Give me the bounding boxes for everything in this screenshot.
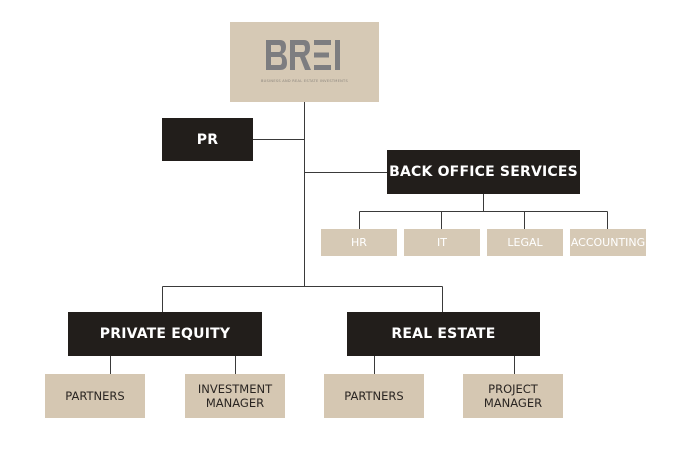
brei-logo-mark <box>266 40 340 70</box>
brei-logo: BUSINESS AND REAL ESTATE INVESTMENTS <box>230 22 379 102</box>
node-back-office-services: BACK OFFICE SERVICES <box>387 150 580 194</box>
node-accounting: ACCOUNTING <box>570 229 646 256</box>
node-project-manager: PROJECT MANAGER <box>463 374 563 418</box>
node-hr: HR <box>321 229 397 256</box>
node-real-estate: REAL ESTATE <box>347 312 540 356</box>
node-pr: PR <box>162 118 253 161</box>
node-investment-manager: INVESTMENT MANAGER <box>185 374 285 418</box>
node-it: IT <box>404 229 480 256</box>
logo-tagline: BUSINESS AND REAL ESTATE INVESTMENTS <box>260 79 349 83</box>
node-re-partners: PARTNERS <box>324 374 424 418</box>
node-legal: LEGAL <box>487 229 563 256</box>
node-pe-partners: PARTNERS <box>45 374 145 418</box>
node-private-equity: PRIVATE EQUITY <box>68 312 262 356</box>
